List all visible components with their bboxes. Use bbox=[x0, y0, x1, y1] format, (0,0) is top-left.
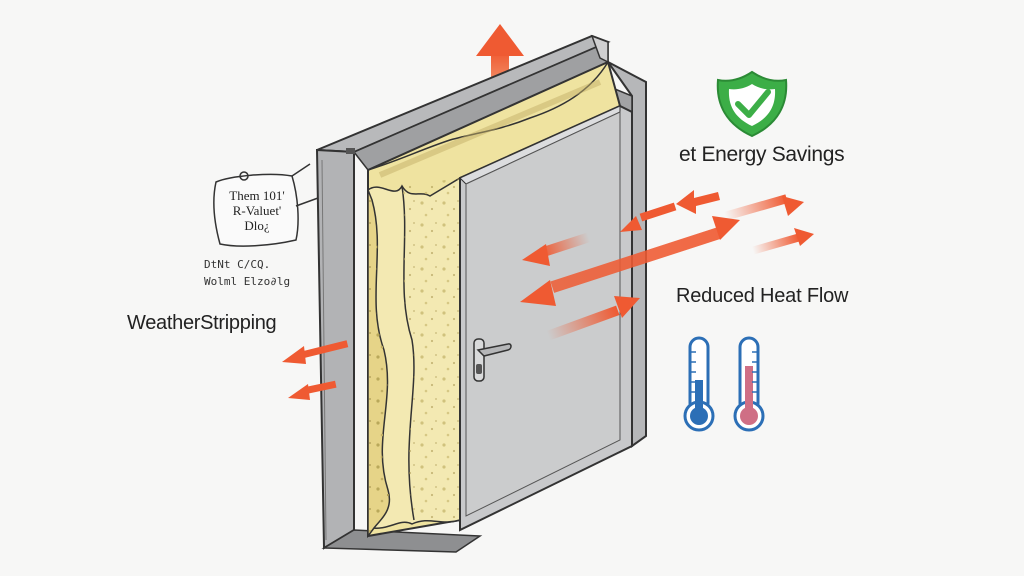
arrow-left-2 bbox=[620, 202, 677, 232]
arrow-right-3 bbox=[546, 296, 640, 341]
door-slab bbox=[459, 104, 633, 532]
energy-savings-label: et Energy Savings bbox=[679, 143, 845, 166]
arrow-right-2 bbox=[751, 228, 814, 255]
scribble-line-2: Wolml Elzo∂lg bbox=[204, 275, 291, 288]
arrow-left-3 bbox=[522, 232, 591, 266]
arrow-left-4 bbox=[520, 216, 740, 306]
note-line-3: Dlo¿ bbox=[244, 218, 270, 233]
reduced-heat-flow-label: Reduced Heat Flow bbox=[676, 285, 849, 307]
note-line-2: R-Valuet' bbox=[232, 203, 282, 218]
heat-flow-arrows bbox=[520, 190, 814, 341]
hot-thermometer-icon bbox=[733, 336, 765, 432]
scribble-text: DtNt C/CQ. Wolml Elzo∂lg bbox=[204, 256, 290, 290]
note-text: Them 101' R-Valuet' Dlo¿ bbox=[216, 188, 298, 233]
scribble-line-1: DtNt C/CQ. bbox=[204, 258, 271, 271]
shield-check-icon bbox=[716, 70, 788, 138]
note-line-1: Them 101' bbox=[229, 188, 285, 203]
note-callout bbox=[213, 163, 319, 247]
arrow-right-1 bbox=[723, 194, 804, 221]
door-handle-icon bbox=[473, 338, 512, 382]
weatherstripping-arrows bbox=[282, 340, 349, 400]
cold-thermometer-icon bbox=[683, 336, 715, 432]
arrow-left-1 bbox=[676, 190, 720, 214]
weatherstripping-label: WeatherStripping bbox=[127, 312, 277, 334]
